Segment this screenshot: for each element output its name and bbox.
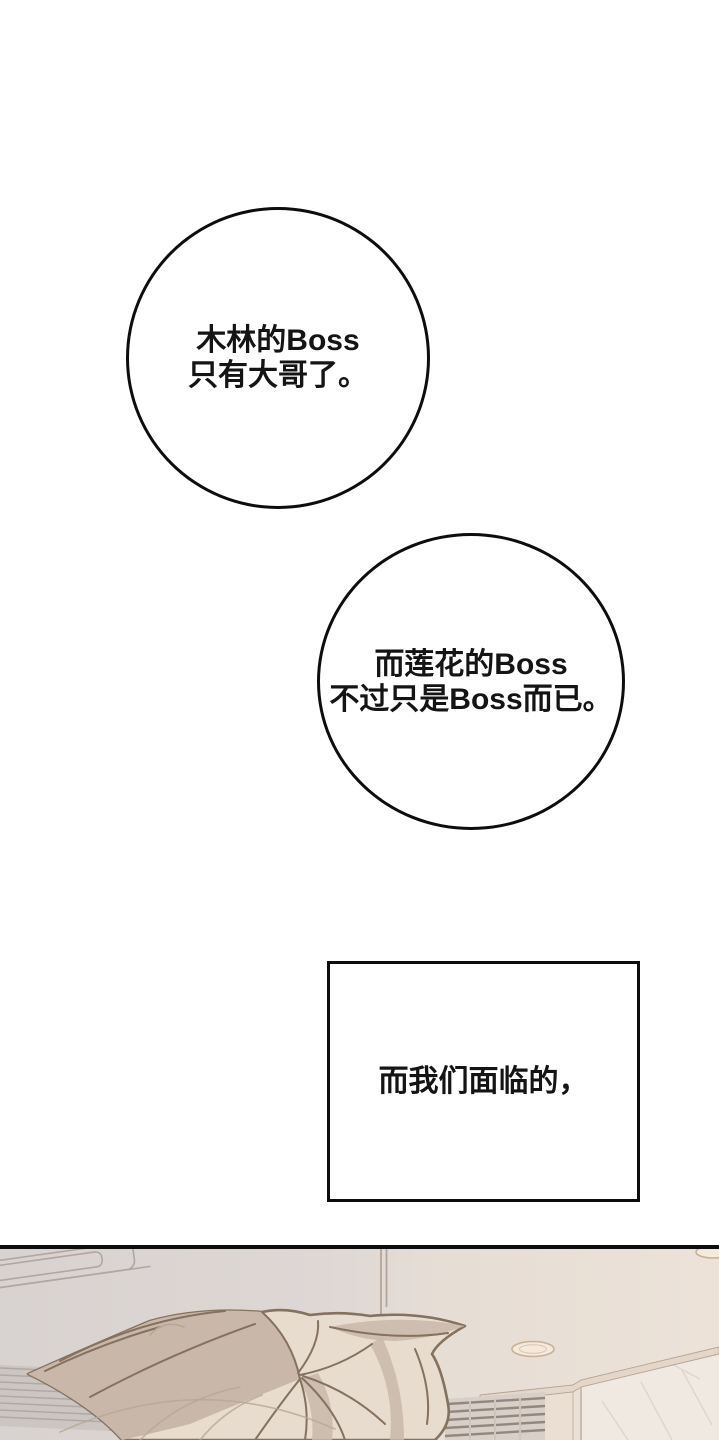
speech-bubble-1-text: 木林的Boss 只有大哥了。 <box>188 323 368 393</box>
speech-line: 不过只是Boss而已。 <box>329 682 613 716</box>
air-conditioner <box>0 1249 151 1295</box>
scene-illustration <box>0 1249 719 1440</box>
speech-bubble-2: 而莲花的Boss 不过只是Boss而已。 <box>317 533 625 830</box>
narration-box: 而我们面临的， <box>327 961 640 1202</box>
hair-shadow-section <box>28 1310 300 1440</box>
speech-line: 木林的Boss <box>196 324 360 357</box>
recessed-light-partial <box>695 1249 719 1259</box>
character-hair <box>26 1308 467 1440</box>
wall-pillar <box>545 1389 573 1440</box>
speech-line: 而莲花的Boss <box>374 647 568 681</box>
narration-text: 而我们面临的， <box>379 1064 589 1099</box>
speech-bubble-1: 木林的Boss 只有大哥了。 <box>126 207 430 509</box>
speech-line: 只有大哥了。 <box>188 359 368 392</box>
speech-bubble-2-text: 而莲花的Boss 不过只是Boss而已。 <box>329 647 612 717</box>
scene-panel <box>0 1245 719 1440</box>
hair-wisp <box>149 1323 185 1336</box>
louver-grille <box>444 1392 546 1440</box>
recessed-light <box>511 1340 555 1358</box>
narration-line: 而我们面临的， <box>378 1065 589 1098</box>
panel-border-line <box>0 1245 719 1249</box>
